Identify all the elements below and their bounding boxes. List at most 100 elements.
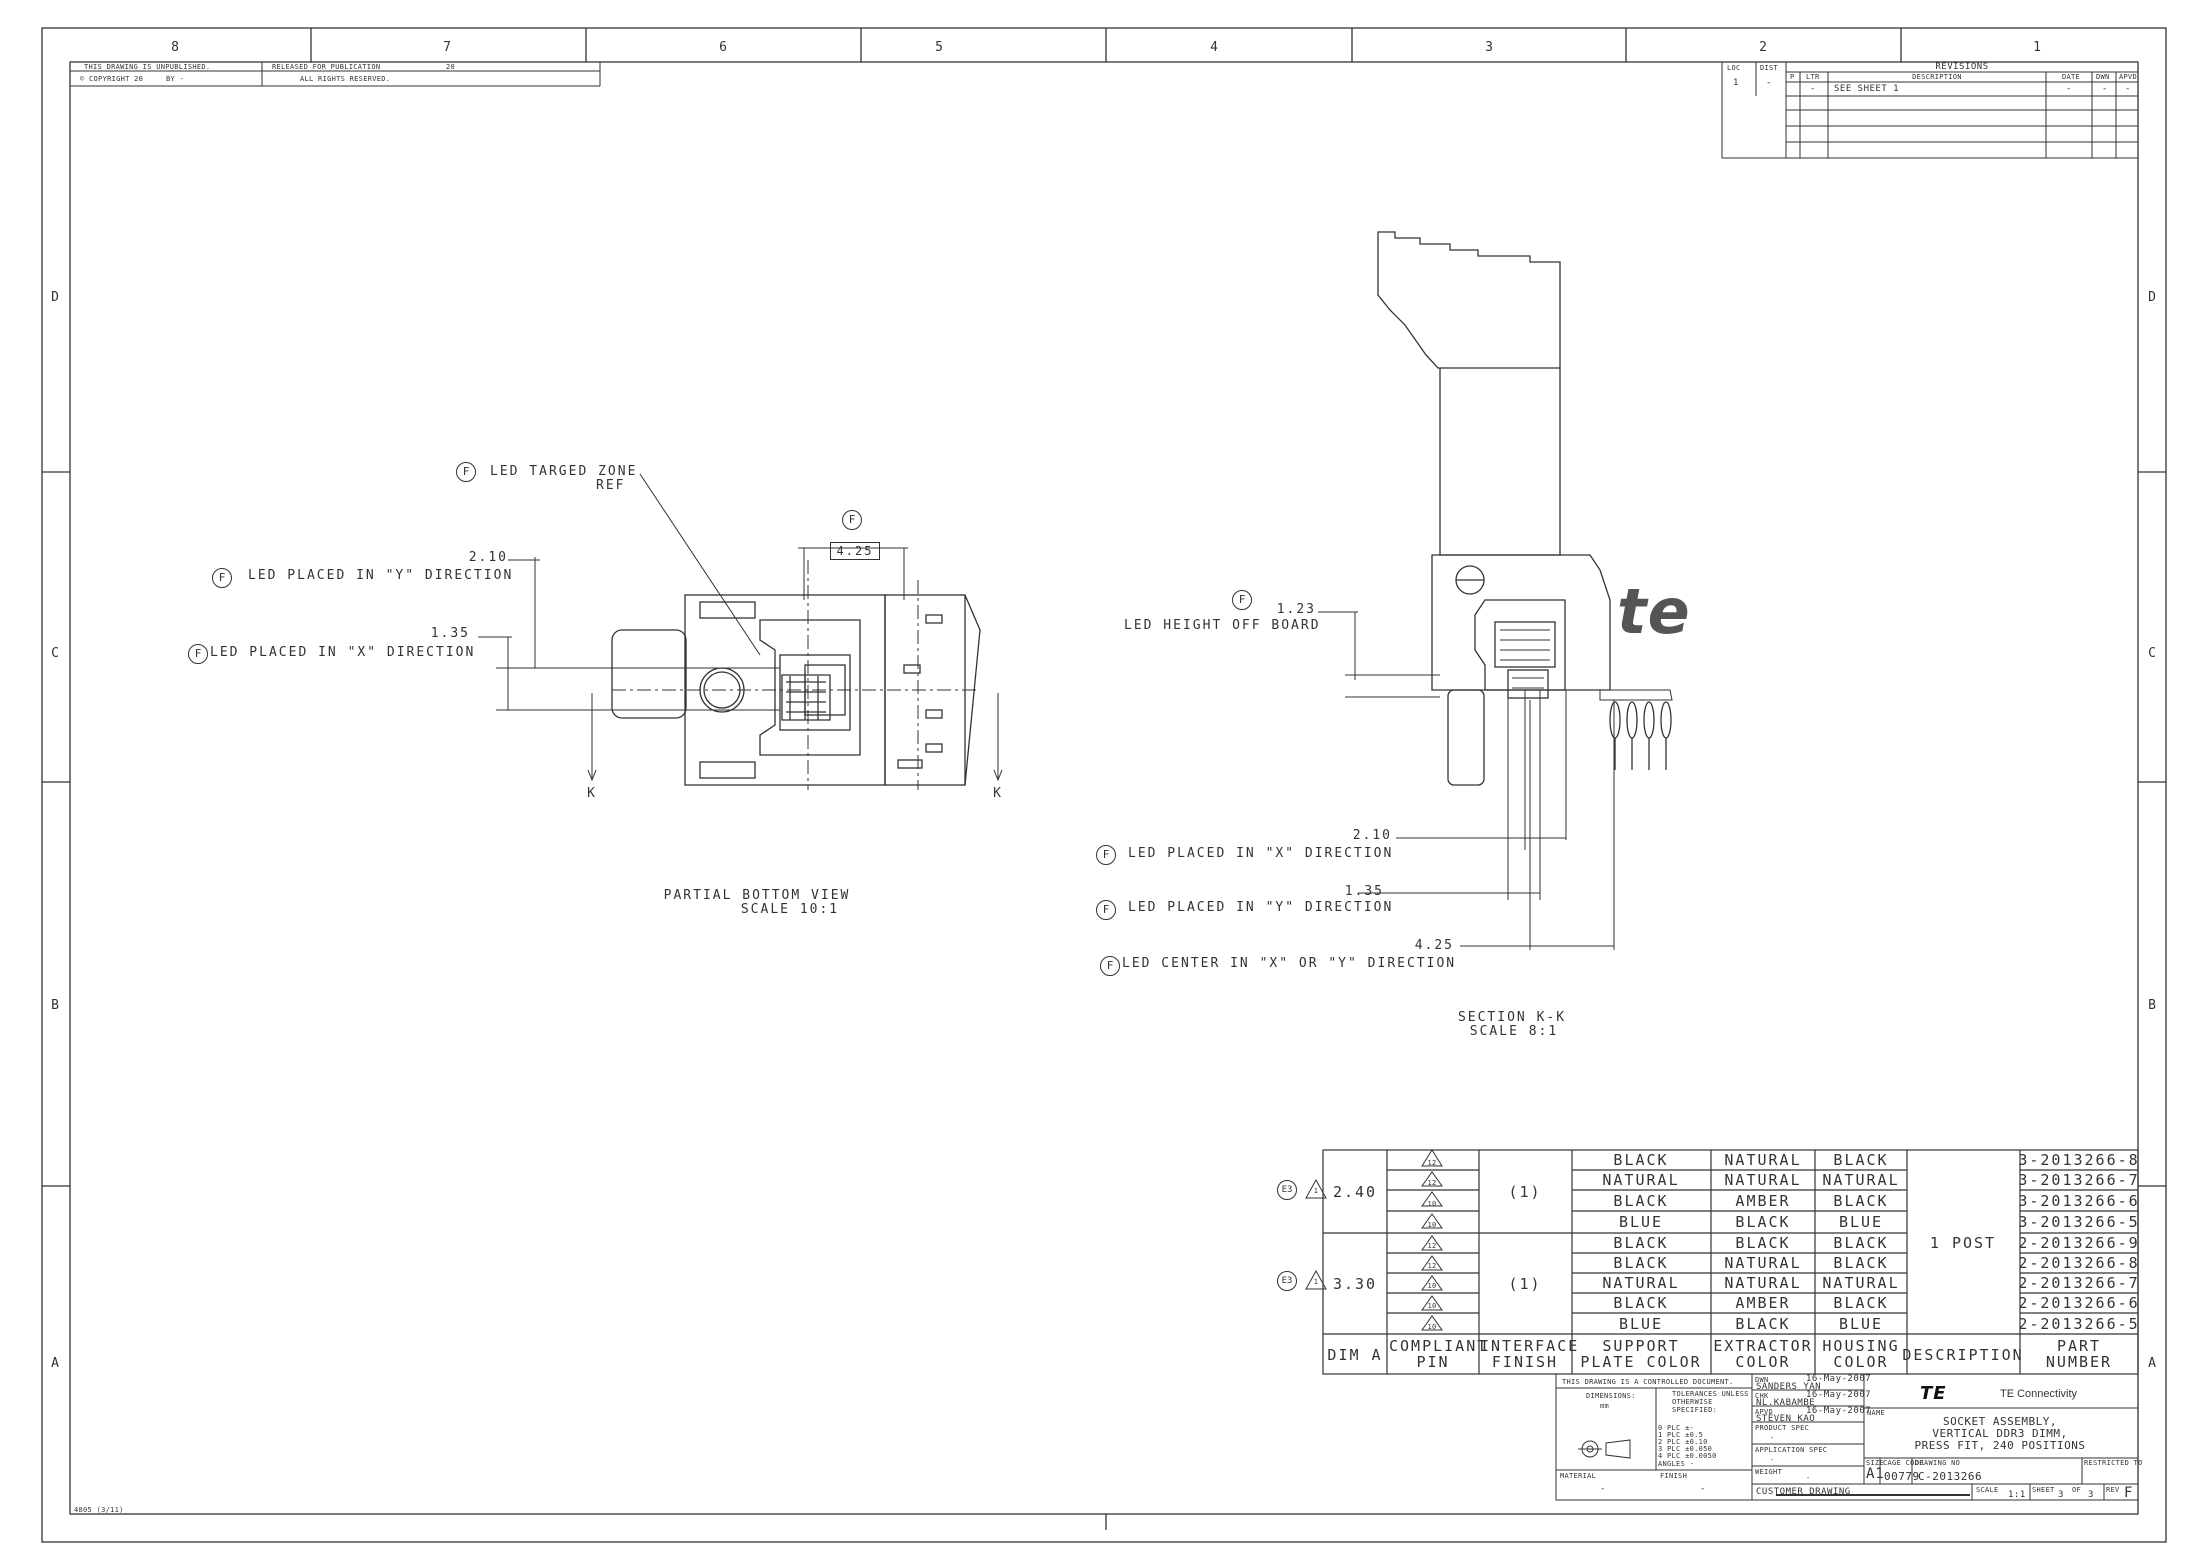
header-year-suffix: 20	[446, 63, 456, 71]
zone-label-7: 7	[443, 40, 453, 55]
tb-dim-label: DIMENSIONS:	[1586, 1392, 1636, 1400]
tb-name-line3: PRESS FIT, 240 POSITIONS	[1914, 1439, 2086, 1452]
table-cell-pin: 10	[1427, 1221, 1437, 1229]
rev-row-ltr: -	[1810, 84, 1816, 94]
sv-height-dim: 1.23	[1276, 602, 1316, 617]
tb-product-spec: -	[1770, 1434, 1775, 1442]
table-cell-housing: BLACK	[1833, 1191, 1889, 1210]
te-company: TE Connectivity	[2000, 1388, 2078, 1400]
table-cell-part: 2-2013266-7	[2018, 1274, 2140, 1292]
group2-tag: E3	[1277, 1271, 1297, 1291]
outer-border	[41, 27, 2167, 1543]
table-cell-housing: NATURAL	[1822, 1171, 1900, 1189]
header-unpublished: THIS DRAWING IS UNPUBLISHED.	[84, 63, 211, 71]
table-cell-housing: BLACK	[1833, 1254, 1889, 1272]
tb-material: -	[1600, 1484, 1606, 1494]
bv-title: PARTIAL BOTTOM VIEW	[663, 888, 851, 903]
tb-tol-label: TOLERANCES UNLESS OTHERWISE SPECIFIED:	[1672, 1390, 1749, 1414]
table-cell-extractor: NATURAL	[1724, 1254, 1802, 1272]
rev-col-date: DATE	[2062, 73, 2081, 81]
zone-label-b-right: B	[2148, 998, 2158, 1013]
tb-tol-4: 4 PLC ±0.0050	[1658, 1452, 1717, 1460]
tb-scale-label: SCALE	[1976, 1486, 1999, 1494]
tb-apvd-name: STEVEN KAO	[1756, 1414, 1816, 1424]
tb-tol-5: ANGLES -	[1658, 1460, 1695, 1468]
sv-y-note: LED PLACED IN "Y" DIRECTION	[1128, 900, 1394, 915]
th-housing: HOUSING COLOR	[1822, 1337, 1900, 1371]
housing-logo: te	[1617, 575, 1691, 648]
table-cell-part: 3-2013266-6	[2018, 1191, 2140, 1210]
table-cell-support: BLACK	[1613, 1234, 1669, 1252]
th-support-plate: SUPPORT PLATE COLOR	[1580, 1337, 1702, 1371]
tb-tol-3: 3 PLC ±0.050	[1658, 1445, 1713, 1453]
table-cell-part: 2-2013266-9	[2018, 1234, 2140, 1252]
table-cell-part: 3-2013266-7	[2018, 1171, 2140, 1189]
sv-title: SECTION K-K	[1457, 1010, 1567, 1025]
rev-row-date: -	[2066, 84, 2072, 94]
inner-border	[69, 61, 2139, 1515]
tb-controlled: THIS DRAWING IS A CONTROLLED DOCUMENT.	[1562, 1378, 1734, 1386]
table-cell-pin: 12	[1427, 1262, 1437, 1270]
tb-size: A1	[1866, 1466, 1885, 1482]
bv-scale: SCALE 10:1	[740, 902, 840, 917]
table-cell-support: NATURAL	[1602, 1171, 1680, 1189]
revisions-block	[1721, 61, 2139, 159]
group2-finish: (1)	[1508, 1275, 1542, 1293]
table-cell-extractor: NATURAL	[1724, 1274, 1802, 1292]
header-by: BY -	[166, 75, 185, 83]
sv-scale: SCALE 8:1	[1469, 1024, 1559, 1039]
tb-restricted-label: RESTRICTED TO	[2084, 1459, 2143, 1467]
table-cell-support: BLUE	[1618, 1213, 1664, 1231]
bottom-view-drawing	[478, 473, 1003, 790]
rev-row-apvd: -	[2125, 84, 2131, 94]
table-cell-part: 2-2013266-6	[2018, 1294, 2140, 1312]
group2-dim: 3.30	[1332, 1275, 1378, 1293]
rev-col-ltr: LTR	[1806, 73, 1820, 81]
part-table-grid	[1322, 1149, 2139, 1375]
tb-size-label: SIZE	[1866, 1459, 1885, 1467]
tb-of: 3	[2088, 1490, 2094, 1500]
title-block-grid	[1555, 1373, 2139, 1501]
zone-label-a-left: A	[51, 1356, 61, 1371]
table-description: 1 POST	[1929, 1234, 1997, 1252]
tb-rev-label: REV	[2106, 1486, 2120, 1494]
group1-dim: 2.40	[1332, 1183, 1378, 1201]
th-interface-finish: INTERFACE FINISH	[1480, 1337, 1580, 1371]
table-cell-extractor: NATURAL	[1724, 1171, 1802, 1189]
group1-tag: E3	[1277, 1180, 1297, 1200]
header-released: RELEASED FOR PUBLICATION	[272, 63, 381, 71]
table-cell-support: BLUE	[1618, 1314, 1664, 1333]
bv-x-note: LED PLACED IN "X" DIRECTION	[210, 645, 476, 660]
table-cell-support: NATURAL	[1602, 1274, 1680, 1292]
tb-name-line2: VERTICAL DDR3 DIMM,	[1932, 1427, 2068, 1440]
bv-section-right: K	[993, 786, 1003, 801]
tb-application-spec: -	[1770, 1456, 1775, 1464]
table-cell-pin: 10	[1427, 1302, 1437, 1310]
zone-label-d-right: D	[2148, 290, 2158, 305]
table-cell-pin: 12	[1427, 1159, 1437, 1167]
tb-cage-label: CAGE CODE	[1883, 1459, 1924, 1467]
rev-loc: 1	[1733, 78, 1739, 88]
table-cell-pin: 10	[1427, 1282, 1437, 1290]
th-part-number: PART NUMBER	[2045, 1337, 2113, 1371]
table-cell-pin: 10	[1427, 1199, 1437, 1208]
sv-c-note: LED CENTER IN "X" OR "Y" DIRECTION	[1122, 956, 1457, 971]
table-cell-support: BLACK	[1613, 1254, 1669, 1272]
sv-x-note: LED PLACED IN "X" DIRECTION	[1128, 846, 1394, 861]
tb-tol-0: 0 PLC ±-	[1658, 1424, 1695, 1432]
table-cell-housing: BLACK	[1833, 1294, 1889, 1312]
zone-label-2: 2	[1759, 40, 1769, 55]
table-cell-extractor: BLACK	[1735, 1213, 1791, 1231]
tb-dwn-label: DWN	[1755, 1376, 1769, 1384]
bv-zone-ref: REF	[596, 478, 626, 493]
rev-title: REVISIONS	[1935, 62, 1989, 72]
sv-x-tag: F	[1096, 845, 1116, 865]
zone-label-1: 1	[2033, 40, 2043, 55]
tb-name-label: NAME	[1867, 1409, 1886, 1417]
tb-apvd-date: 16-May-2007	[1806, 1406, 1872, 1416]
table-cell-housing: BLACK	[1833, 1234, 1889, 1252]
th-dim-a: DIM A	[1327, 1346, 1383, 1364]
bv-section-left: K	[587, 786, 597, 801]
section-view-drawing	[1318, 231, 1673, 950]
zone-label-b-left: B	[51, 998, 61, 1013]
